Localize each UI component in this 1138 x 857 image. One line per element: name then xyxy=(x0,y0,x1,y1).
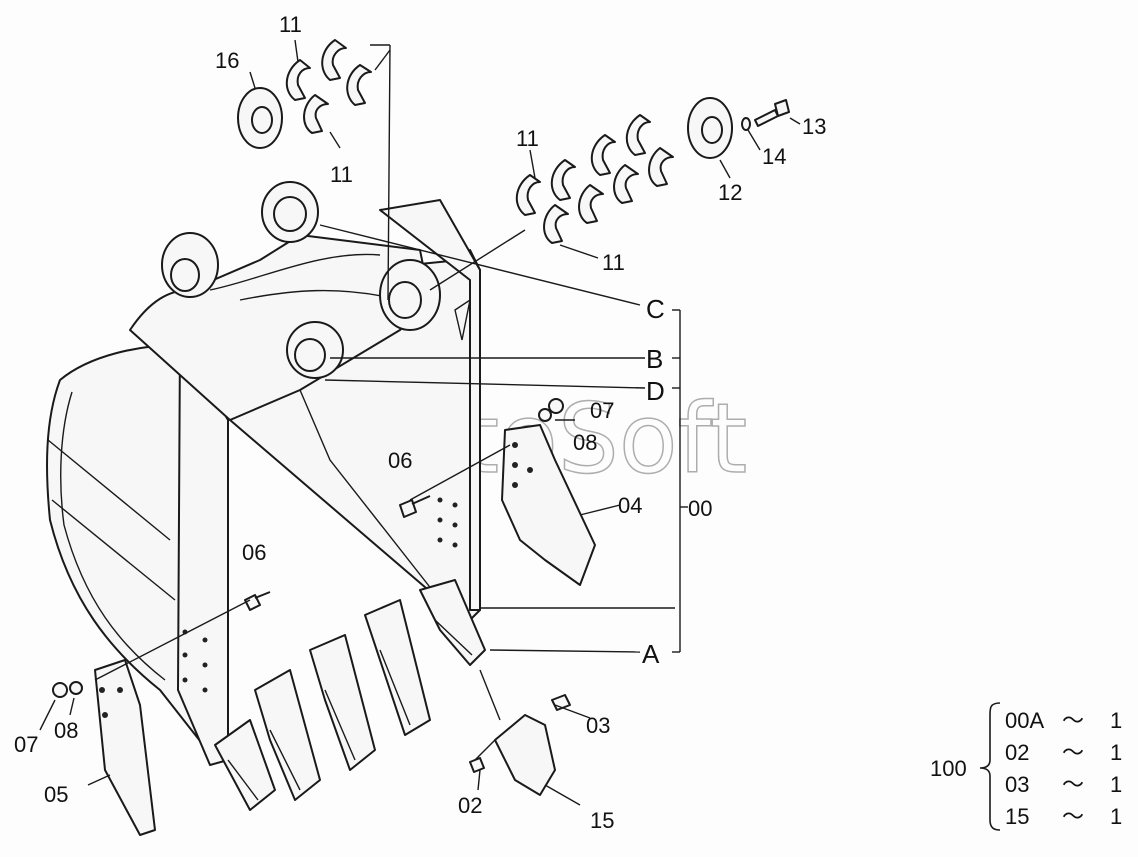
label-08-left: 08 xyxy=(54,718,78,743)
svg-text:03: 03 xyxy=(1005,772,1029,797)
svg-text:〜: 〜 xyxy=(1062,804,1084,829)
svg-text:1: 1 xyxy=(1110,708,1122,733)
pin-02 xyxy=(469,757,485,773)
kit-row: 00A 〜 1 xyxy=(1005,708,1122,733)
svg-text:00A: 00A xyxy=(1005,708,1044,733)
label-12: 12 xyxy=(718,180,742,205)
kit-row: 15 〜 1 xyxy=(1005,804,1122,829)
kit-summary: 100 00A 〜 1 02 〜 1 03 〜 1 15 〜 1 xyxy=(930,702,1122,831)
label-02: 02 xyxy=(458,793,482,818)
washer-08-left xyxy=(69,681,83,695)
label-16: 16 xyxy=(215,48,239,73)
kit-total: 100 xyxy=(930,756,967,781)
bolt-06-upper xyxy=(399,495,431,518)
label-03: 03 xyxy=(586,713,610,738)
label-05: 05 xyxy=(44,782,68,807)
nut-07-left xyxy=(52,682,68,698)
bolt-13 xyxy=(754,99,790,127)
bucket-body xyxy=(46,181,481,766)
svg-text:〜: 〜 xyxy=(1062,740,1084,765)
nut-07-right xyxy=(548,398,564,414)
label-00: 00 xyxy=(688,496,712,521)
label-07-left: 07 xyxy=(14,732,38,757)
label-06-lower: 06 xyxy=(242,540,266,565)
svg-text:1: 1 xyxy=(1110,740,1122,765)
svg-text:02: 02 xyxy=(1005,740,1029,765)
svg-text:1: 1 xyxy=(1110,804,1122,829)
label-d: D xyxy=(646,376,665,406)
label-06-upper: 06 xyxy=(388,448,412,473)
label-a: A xyxy=(642,639,660,669)
label-c: C xyxy=(646,294,665,324)
kit-row: 03 〜 1 xyxy=(1005,772,1122,797)
assembly-bracket xyxy=(672,309,688,653)
label-11-lower-right: 11 xyxy=(602,250,625,275)
svg-text:〜: 〜 xyxy=(1062,708,1084,733)
shim-group-upper xyxy=(285,39,372,134)
label-15: 15 xyxy=(590,808,614,833)
svg-text:〜: 〜 xyxy=(1062,772,1084,797)
bolt-06-lower xyxy=(244,591,271,611)
part-labels: 11 16 11 11 11 13 14 12 C B D A 00 07 08… xyxy=(14,12,826,833)
label-11-upper-left: 11 xyxy=(330,162,353,187)
washer-08-right xyxy=(538,408,552,422)
label-b: B xyxy=(646,344,663,374)
label-04: 04 xyxy=(618,493,642,518)
leader-lines xyxy=(39,39,801,806)
side-cutter-05 xyxy=(94,659,156,836)
label-07-right: 07 xyxy=(590,398,614,423)
svg-text:1: 1 xyxy=(1110,772,1122,797)
washer-14 xyxy=(741,117,751,131)
label-08-right: 08 xyxy=(573,430,597,455)
shim-group-right xyxy=(515,114,674,244)
side-cutter-04 xyxy=(501,424,596,586)
label-11-right: 11 xyxy=(516,126,539,151)
label-13: 13 xyxy=(802,114,826,139)
label-14: 14 xyxy=(762,144,786,169)
svg-text:15: 15 xyxy=(1005,804,1029,829)
kit-row: 02 〜 1 xyxy=(1005,740,1122,765)
label-11-top: 11 xyxy=(279,12,302,37)
tooth-15 xyxy=(494,714,556,796)
bucket-teeth xyxy=(214,579,486,811)
